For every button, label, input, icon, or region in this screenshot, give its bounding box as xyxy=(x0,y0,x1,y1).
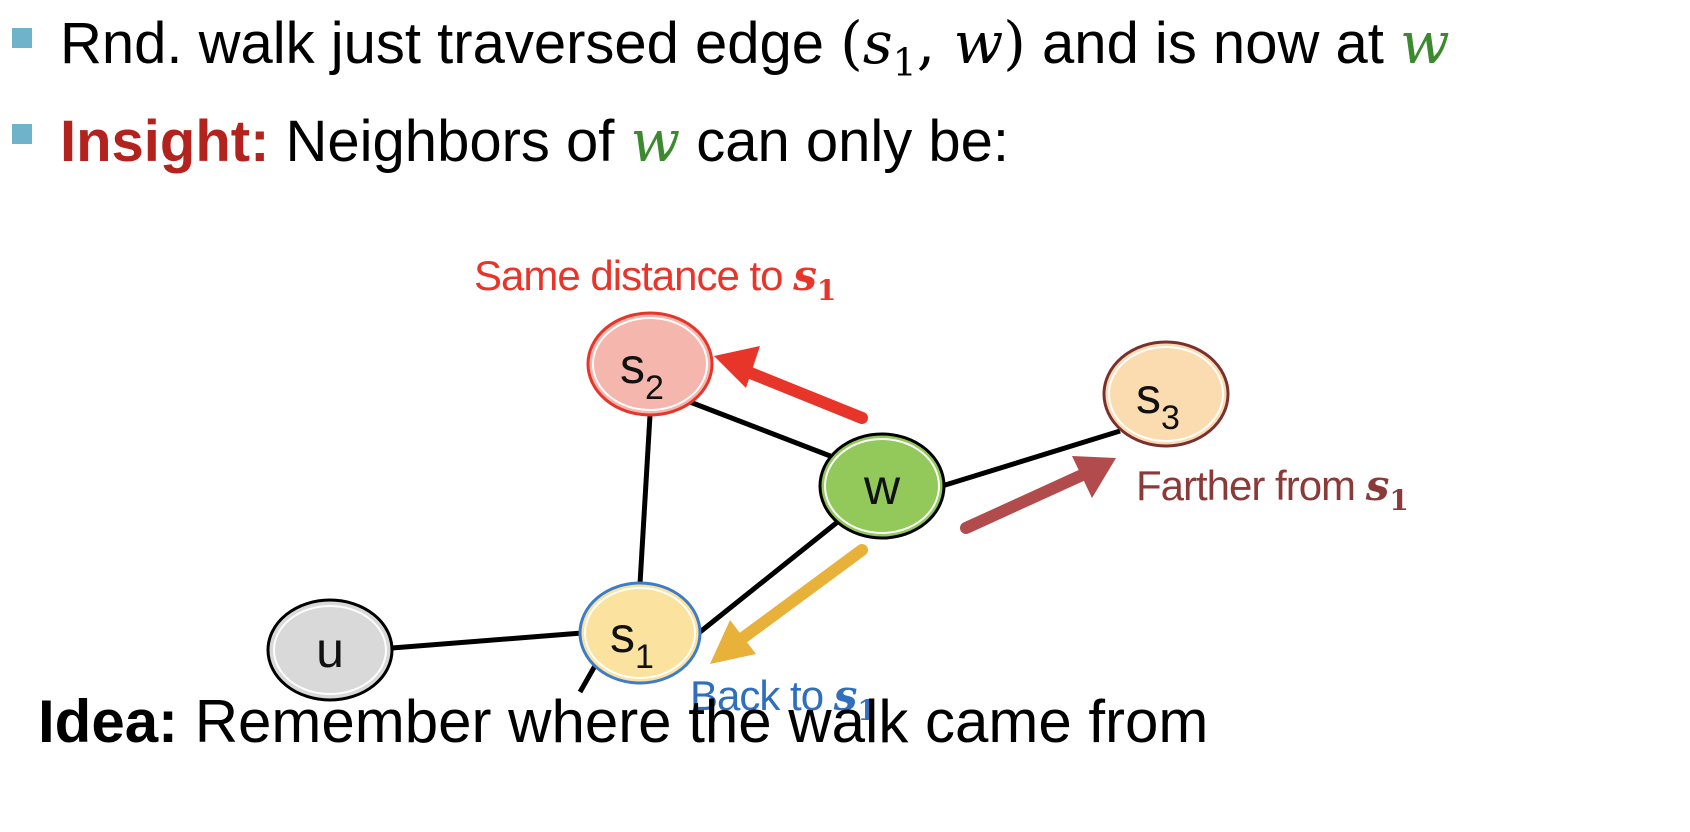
math-comma: , xyxy=(916,9,954,77)
node-s3-label: s xyxy=(1136,368,1161,424)
node-u-label: u xyxy=(316,622,344,678)
idea-text: Remember where the walk came from xyxy=(178,688,1209,755)
node-u: u xyxy=(266,598,394,702)
arrow-farther xyxy=(960,456,1116,534)
idea-line: Idea: Remember where the walk came from xyxy=(38,692,1208,752)
bullet-2-text-before: Neighbors of xyxy=(269,109,631,174)
insight-label: Insight: xyxy=(60,109,270,174)
annotation-back-sub: 1 xyxy=(857,694,876,727)
math-s-subscript: 1 xyxy=(892,40,917,85)
bullet-line-2: Insight: Neighbors of w can only be: xyxy=(60,112,1009,171)
node-s2-label: s xyxy=(620,338,645,394)
math-open-paren: ( xyxy=(840,9,863,77)
node-s3: s3 xyxy=(1102,340,1230,448)
edge-s2-w xyxy=(689,399,839,462)
edge-s1-w xyxy=(698,518,842,634)
annotation-back: Back to s1 xyxy=(690,671,877,727)
svg-text:s2: s2 xyxy=(620,338,664,407)
annotation-same-distance-math: s xyxy=(792,251,817,300)
bullet-marker xyxy=(12,124,32,144)
arrow-back xyxy=(710,544,868,664)
svg-text:s3: s3 xyxy=(1136,368,1180,437)
math-w-green: w xyxy=(630,107,681,175)
annotation-farther-text: Farther from xyxy=(1136,462,1366,509)
svg-text:s1: s1 xyxy=(610,607,654,676)
node-s3-subscript: 3 xyxy=(1161,399,1180,437)
bullet-line-1: Rnd. walk just traversed edge (s1, w) an… xyxy=(60,14,1450,82)
annotation-back-math: s xyxy=(833,671,858,720)
node-s1: s1 xyxy=(578,581,702,685)
math-w: w xyxy=(953,9,1004,77)
bullet-2-text-after: can only be: xyxy=(680,109,1010,174)
node-s1-label: s xyxy=(610,607,635,663)
bullet-1-text-before: Rnd. walk just traversed edge xyxy=(60,11,841,76)
node-s2: s2 xyxy=(586,311,714,417)
annotation-same-distance-text: Same distance to xyxy=(474,252,793,299)
math-w-green: w xyxy=(1399,9,1450,77)
annotation-same-distance-sub: 1 xyxy=(817,274,836,307)
bullet-1-text-after: and is now at xyxy=(1025,11,1400,76)
math-close-paren: ) xyxy=(1003,9,1026,77)
annotation-farther-math: s xyxy=(1365,461,1390,510)
bullet-marker xyxy=(12,28,32,48)
node-w: w xyxy=(818,432,946,540)
node-w-label: w xyxy=(863,459,901,515)
math-s: s xyxy=(862,9,893,77)
idea-label: Idea: xyxy=(38,688,179,755)
edge-u-s1 xyxy=(391,630,583,651)
arrow-same-distance xyxy=(714,346,868,424)
annotation-farther-sub: 1 xyxy=(1389,484,1408,517)
annotation-back-text: Back to xyxy=(690,672,834,719)
edge-s1-stub xyxy=(577,662,599,694)
node-s1-subscript: 1 xyxy=(635,638,654,676)
edge-w-s3 xyxy=(941,428,1121,489)
node-s2-subscript: 2 xyxy=(645,369,664,407)
annotation-same-distance: Same distance to s1 xyxy=(474,251,836,307)
edge-s1-s2 xyxy=(637,414,653,585)
annotation-farther: Farther from s1 xyxy=(1136,461,1409,517)
